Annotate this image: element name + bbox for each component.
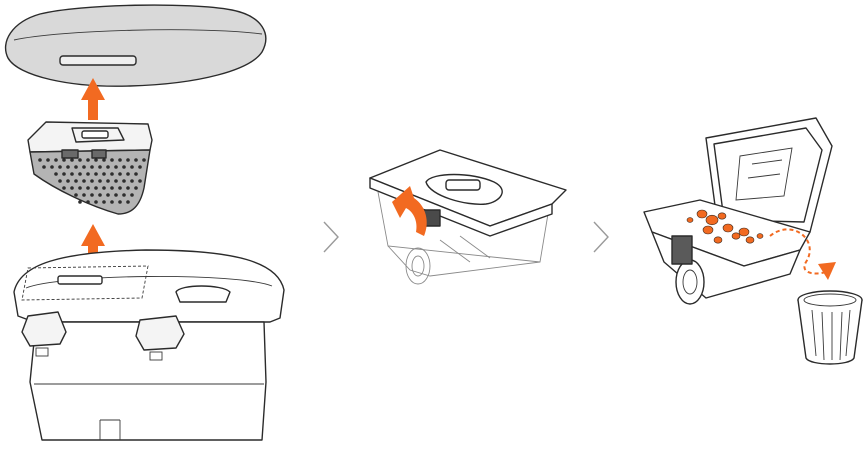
mesh-hole bbox=[74, 165, 78, 169]
mesh-hole bbox=[90, 165, 94, 169]
mesh-hole bbox=[42, 165, 46, 169]
dirt-particle bbox=[687, 218, 693, 223]
mesh-hole bbox=[98, 165, 102, 169]
mesh-hole bbox=[102, 186, 106, 190]
mesh-hole bbox=[106, 179, 110, 183]
mesh-hole bbox=[94, 186, 98, 190]
mesh-hole bbox=[90, 193, 94, 197]
mesh-hole bbox=[70, 172, 74, 176]
mesh-hole bbox=[86, 186, 90, 190]
mesh-hole bbox=[122, 165, 126, 169]
mesh-hole bbox=[134, 158, 138, 162]
mesh-hole bbox=[78, 158, 82, 162]
mesh-hole bbox=[78, 200, 82, 204]
mesh-hole bbox=[66, 165, 70, 169]
dirt-particle bbox=[746, 237, 754, 243]
mesh-hole bbox=[78, 186, 82, 190]
mesh-hole bbox=[62, 158, 66, 162]
mesh-hole bbox=[102, 172, 106, 176]
chevron-right-icon bbox=[594, 222, 608, 252]
mesh-hole bbox=[94, 172, 98, 176]
mesh-hole bbox=[58, 179, 62, 183]
trash-can-icon bbox=[798, 291, 862, 364]
mesh-hole bbox=[54, 158, 58, 162]
mesh-hole bbox=[122, 193, 126, 197]
mesh-hole bbox=[126, 158, 130, 162]
mesh-hole bbox=[58, 165, 62, 169]
mesh-hole bbox=[86, 158, 90, 162]
mesh-hole bbox=[138, 165, 142, 169]
dirt-particle bbox=[714, 237, 722, 243]
dustbin-filter bbox=[28, 122, 152, 214]
mesh-hole bbox=[126, 200, 130, 204]
mesh-hole bbox=[126, 172, 130, 176]
mesh-hole bbox=[66, 179, 70, 183]
mesh-hole bbox=[110, 186, 114, 190]
mesh-hole bbox=[130, 193, 134, 197]
mesh-hole bbox=[106, 165, 110, 169]
mesh-hole bbox=[114, 165, 118, 169]
mesh-hole bbox=[98, 193, 102, 197]
mesh-hole bbox=[70, 186, 74, 190]
mesh-hole bbox=[130, 179, 134, 183]
mesh-hole bbox=[38, 158, 42, 162]
mesh-hole bbox=[118, 158, 122, 162]
step-2-open-lid bbox=[370, 150, 566, 284]
dirt-particle bbox=[718, 213, 726, 219]
mesh-hole bbox=[82, 179, 86, 183]
mesh-hole bbox=[114, 179, 118, 183]
mesh-hole bbox=[114, 193, 118, 197]
dirt-particle bbox=[723, 224, 733, 232]
mesh-hole bbox=[54, 172, 58, 176]
mesh-hole bbox=[134, 172, 138, 176]
mesh-hole bbox=[86, 200, 90, 204]
mesh-hole bbox=[50, 165, 54, 169]
dirt-particle bbox=[703, 226, 713, 234]
mesh-hole bbox=[78, 172, 82, 176]
mesh-hole bbox=[94, 158, 98, 162]
mesh-hole bbox=[82, 193, 86, 197]
dirt-particle bbox=[697, 210, 707, 218]
mesh-hole bbox=[98, 179, 102, 183]
mesh-hole bbox=[142, 158, 146, 162]
mesh-hole bbox=[102, 200, 106, 204]
mesh-hole bbox=[110, 172, 114, 176]
mesh-hole bbox=[102, 158, 106, 162]
mesh-hole bbox=[122, 179, 126, 183]
arrow-down-icon bbox=[818, 262, 836, 280]
mesh-hole bbox=[70, 158, 74, 162]
mesh-hole bbox=[138, 179, 142, 183]
dirt-particle bbox=[706, 215, 718, 225]
step-3-empty-dustbin bbox=[644, 118, 862, 364]
mesh-hole bbox=[90, 179, 94, 183]
mesh-hole bbox=[82, 165, 86, 169]
top-cover bbox=[6, 5, 266, 86]
dirt-particle bbox=[757, 234, 763, 239]
mesh-hole bbox=[130, 165, 134, 169]
dirt-particle bbox=[732, 233, 740, 239]
mesh-hole bbox=[110, 200, 114, 204]
robot-base bbox=[14, 250, 284, 440]
mesh-hole bbox=[62, 186, 66, 190]
mesh-hole bbox=[106, 193, 110, 197]
mesh-hole bbox=[134, 186, 138, 190]
mesh-hole bbox=[126, 186, 130, 190]
mesh-hole bbox=[118, 200, 122, 204]
step-1-remove-dustbin bbox=[6, 5, 284, 440]
mesh-hole bbox=[74, 179, 78, 183]
mesh-hole bbox=[118, 186, 122, 190]
mesh-hole bbox=[86, 172, 90, 176]
chevron-right-icon bbox=[324, 222, 338, 252]
dirt-particle bbox=[739, 228, 749, 236]
mesh-hole bbox=[94, 200, 98, 204]
mesh-hole bbox=[110, 158, 114, 162]
mesh-hole bbox=[118, 172, 122, 176]
mesh-hole bbox=[46, 158, 50, 162]
mesh-hole bbox=[74, 193, 78, 197]
mesh-hole bbox=[62, 172, 66, 176]
